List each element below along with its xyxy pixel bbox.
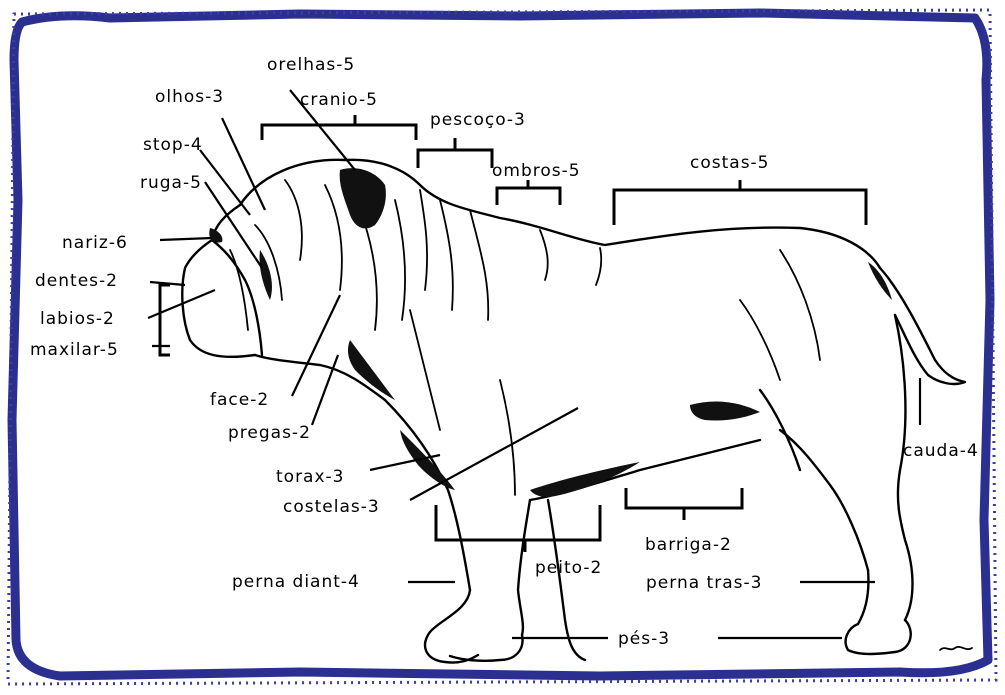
label-orelhas: orelhas-5 xyxy=(267,55,355,75)
artist-signature xyxy=(940,647,972,650)
label-costelas: costelas-3 xyxy=(283,497,380,517)
label-olhos: olhos-3 xyxy=(155,87,224,107)
costas-bracket xyxy=(614,180,866,225)
label-peito: peito-2 xyxy=(535,558,602,578)
label-cranio: cranio-5 xyxy=(300,90,378,110)
dog-muzzle xyxy=(182,205,255,357)
label-costas: costas-5 xyxy=(690,153,770,173)
label-stop: stop-4 xyxy=(143,135,203,155)
label-cauda: cauda-4 xyxy=(903,441,979,461)
label-maxilar: maxilar-5 xyxy=(30,340,119,360)
labels: orelhas-5 olhos-3 cranio-5 pescoço-3 sto… xyxy=(30,55,979,649)
dog-rear xyxy=(895,315,913,620)
label-pregas: pregas-2 xyxy=(228,423,311,443)
label-perna-tras: perna tras-3 xyxy=(646,573,762,593)
dog-front-foot xyxy=(425,590,478,663)
ombros-bracket xyxy=(497,180,560,205)
label-perna-diant: perna diant-4 xyxy=(232,572,360,592)
label-torax: torax-3 xyxy=(276,467,344,487)
barriga-bracket xyxy=(626,488,742,520)
label-ruga: ruga-5 xyxy=(140,173,202,193)
maxilar-bracket xyxy=(160,285,170,355)
label-barriga: barriga-2 xyxy=(645,535,732,555)
label-pescoco: pescoço-3 xyxy=(430,110,526,130)
dog-tail xyxy=(880,268,965,384)
label-pes: pés-3 xyxy=(618,629,670,649)
label-face: face-2 xyxy=(210,390,269,410)
pescoco-bracket xyxy=(418,138,492,168)
ear-shading xyxy=(340,168,386,228)
cranio-bracket xyxy=(262,115,416,140)
label-labios: labios-2 xyxy=(40,309,115,329)
label-dentes: dentes-2 xyxy=(35,271,118,291)
label-nariz: nariz-6 xyxy=(62,233,128,253)
dog-front-leg xyxy=(518,500,530,635)
label-ombros: ombros-5 xyxy=(492,161,581,181)
